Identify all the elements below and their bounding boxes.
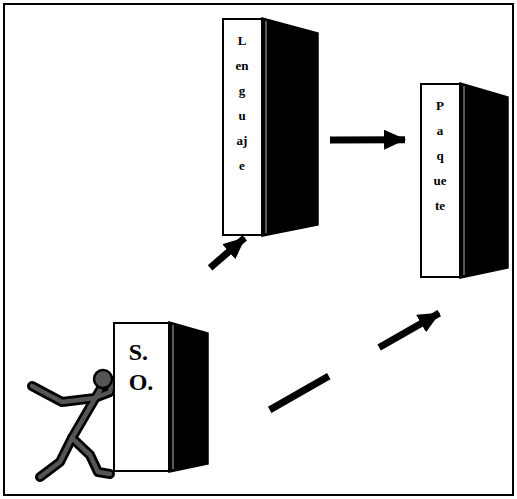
door-edge — [172, 325, 174, 469]
figure-leg — [40, 438, 72, 477]
door-front — [223, 19, 262, 235]
figure-arm — [32, 386, 95, 402]
figure-leg — [72, 438, 110, 474]
flow-arrow — [270, 313, 440, 410]
door-edge — [463, 86, 465, 275]
figure-leg — [40, 438, 72, 477]
vertical-label: Lenguaje — [236, 28, 249, 178]
door-side — [262, 18, 318, 236]
figure-fill — [32, 381, 112, 477]
door-label: S. O. — [129, 337, 154, 397]
door-block: S. O. — [113, 322, 208, 472]
flow-arrow — [210, 238, 245, 268]
door-front — [421, 84, 460, 277]
door-shape — [420, 83, 508, 278]
figure-head — [94, 370, 112, 388]
door-side — [169, 322, 208, 472]
door-block: Paquete — [420, 83, 508, 278]
door-shape — [222, 18, 318, 236]
walking-figure — [32, 370, 112, 477]
door-front — [114, 323, 169, 471]
flow-arrow — [330, 136, 405, 143]
door-edge — [265, 21, 267, 233]
door-side — [460, 83, 508, 278]
door-block: Lenguaje — [222, 18, 318, 236]
frame-border — [4, 4, 513, 495]
vertical-label: Paquete — [434, 93, 447, 218]
door-shape — [113, 322, 208, 472]
figure-arm — [32, 386, 95, 402]
figure-outline — [32, 381, 112, 477]
figure-leg — [72, 438, 110, 474]
